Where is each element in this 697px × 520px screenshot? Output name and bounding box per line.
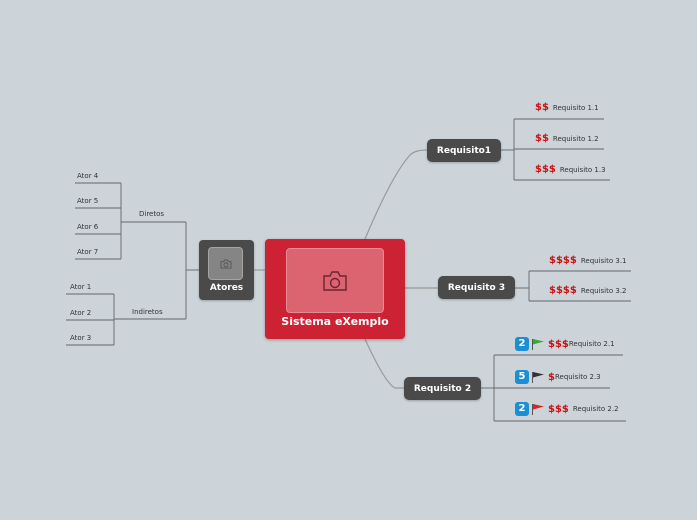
camera-icon xyxy=(220,258,231,269)
leaf-label: Requisito 3.1 xyxy=(580,256,627,265)
cost-marker: $$ xyxy=(535,133,549,144)
leaf-requisito-3-2[interactable]: $$$$ Requisito 3.2 xyxy=(549,285,627,296)
leaf-requisito-2-1[interactable]: 2 $$$ Requisito 2.1 xyxy=(515,337,615,351)
topic-requisito3[interactable]: Requisito 3 xyxy=(438,276,515,299)
leaf-requisito-3-1[interactable]: $$$$ Requisito 3.1 xyxy=(549,255,627,266)
central-topic[interactable]: Sistema eXemplo xyxy=(265,239,405,339)
green-flag-icon xyxy=(532,339,544,350)
leaf-label: Requisito 3.2 xyxy=(580,286,627,295)
topic-atores[interactable]: Atores xyxy=(199,240,254,300)
leaf-label: Requisito 2.1 xyxy=(568,340,615,348)
leaf-requisito-1-2[interactable]: $$ Requisito 1.2 xyxy=(535,133,599,144)
priority-badge: 5 xyxy=(515,370,529,384)
leaf-requisito-2-2[interactable]: 2 $$$ Requisito 2.2 xyxy=(515,402,619,416)
leaf-label: Requisito 1.2 xyxy=(552,134,599,143)
priority-badge: 2 xyxy=(515,402,529,416)
leaf-label: Requisito 1.3 xyxy=(559,165,606,174)
topic-atores-title: Atores xyxy=(209,283,244,293)
cost-marker: $$$ xyxy=(548,338,569,350)
cost-marker: $$ xyxy=(535,102,549,113)
leaf-label: Requisito 1.1 xyxy=(552,103,599,112)
leaf-label: Requisito 2.2 xyxy=(572,405,619,413)
cost-marker: $ xyxy=(548,371,555,383)
leaf-requisito-1-3[interactable]: $$$ Requisito 1.3 xyxy=(535,164,606,175)
leaf-requisito-1-1[interactable]: $$ Requisito 1.1 xyxy=(535,102,599,113)
leaf-ator-3[interactable]: Ator 3 xyxy=(70,334,92,342)
cost-marker: $$$$ xyxy=(549,285,577,296)
topic-requisito1[interactable]: Requisito1 xyxy=(427,139,501,162)
leaf-ator-6[interactable]: Ator 6 xyxy=(77,223,99,231)
priority-badge: 2 xyxy=(515,337,529,351)
leaf-ator-7[interactable]: Ator 7 xyxy=(77,248,99,256)
topic-requisito2[interactable]: Requisito 2 xyxy=(404,377,481,400)
black-flag-icon xyxy=(532,372,544,383)
connector-requisito1 xyxy=(364,149,428,240)
subtopic-diretos[interactable]: Diretos xyxy=(139,210,165,218)
atores-image-placeholder xyxy=(208,247,243,280)
leaf-requisito-2-3[interactable]: 5 $ Requisito 2.3 xyxy=(515,370,601,384)
leaf-ator-4[interactable]: Ator 4 xyxy=(77,172,99,180)
central-image-placeholder xyxy=(286,248,384,313)
subtopic-indiretos[interactable]: Indiretos xyxy=(132,308,163,316)
red-flag-icon xyxy=(532,404,544,415)
cost-marker: $$$ xyxy=(548,403,569,415)
leaf-ator-5[interactable]: Ator 5 xyxy=(77,197,99,205)
leaf-label: Requisito 2.3 xyxy=(554,373,601,381)
cost-marker: $$$$ xyxy=(549,255,577,266)
leaf-ator-2[interactable]: Ator 2 xyxy=(70,309,92,317)
leaf-ator-1[interactable]: Ator 1 xyxy=(70,283,92,291)
central-topic-title: Sistema eXemplo xyxy=(281,315,389,328)
connector-requisito2 xyxy=(364,338,404,389)
cost-marker: $$$ xyxy=(535,164,556,175)
camera-icon xyxy=(323,270,347,291)
